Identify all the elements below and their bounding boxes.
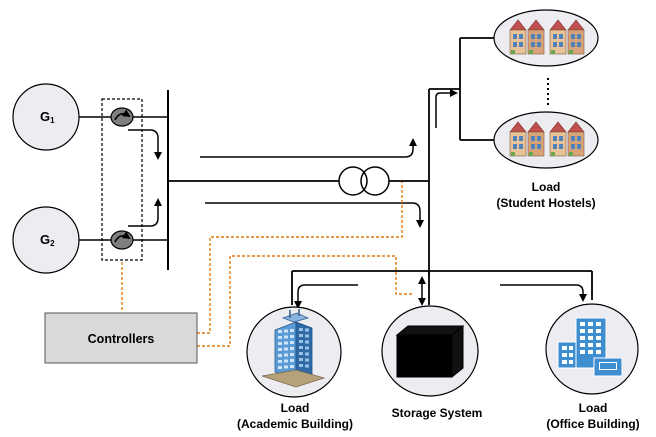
flow-arrow-g2 — [128, 198, 162, 227]
window-icon — [305, 340, 309, 344]
window-icon — [580, 329, 585, 333]
window-icon — [569, 346, 573, 350]
storage-label: Storage System — [392, 406, 483, 420]
hostel-house-icon — [567, 19, 585, 55]
window-icon — [299, 346, 303, 349]
generator-g1-label: G1 — [40, 109, 55, 125]
hostel-building-icon — [509, 19, 585, 55]
window-icon — [299, 340, 303, 343]
control-signal-lines — [121, 182, 414, 347]
academic-load-label: Load — [281, 401, 310, 415]
window-icon — [305, 364, 309, 368]
valve-icon — [110, 230, 134, 250]
academic-building-icon — [261, 309, 326, 388]
transformer-icon — [338, 166, 390, 196]
hostel-house-icon — [549, 121, 567, 157]
hostel-house-icon — [527, 121, 545, 157]
window-icon — [290, 335, 294, 338]
window-icon — [569, 360, 573, 364]
academic-load-sublabel: (Academic Building) — [237, 417, 353, 431]
hostel-house-icon — [549, 19, 567, 55]
window-icon — [299, 328, 303, 331]
hostel-house-icon — [509, 121, 527, 157]
window-icon — [580, 336, 585, 340]
flow-arrow-lower — [205, 202, 424, 228]
window-icon — [305, 328, 309, 332]
window-icon — [588, 329, 593, 333]
window-icon — [278, 330, 282, 333]
window-icon — [278, 336, 282, 339]
window-icon — [562, 353, 567, 357]
window-icon — [596, 343, 601, 347]
window-icon — [588, 336, 593, 340]
generator-g2-label: G2 — [40, 232, 55, 248]
flow-arrow-upper — [200, 138, 417, 158]
window-icon — [305, 346, 309, 350]
window-icon — [299, 334, 303, 337]
office-load-label: Load — [579, 401, 608, 415]
office-load-sublabel: (Office Building) — [546, 417, 639, 431]
window-icon — [305, 352, 309, 356]
hostel-house-icon — [509, 19, 527, 55]
window-icon — [290, 353, 294, 356]
window-icon — [284, 341, 288, 345]
window-icon — [284, 329, 288, 333]
window-icon — [290, 347, 294, 350]
window-icon — [305, 358, 309, 362]
hostel-building-icon — [509, 121, 585, 157]
window-icon — [299, 352, 303, 355]
hostel-load-sublabel: (Student Hostels) — [496, 196, 595, 210]
controllers-label: Controllers — [88, 332, 155, 346]
window-icon — [278, 366, 282, 369]
window-icon — [580, 343, 585, 347]
window-icon — [299, 358, 303, 361]
hostel-house-icon — [567, 121, 585, 157]
window-icon — [562, 346, 567, 350]
window-icon — [596, 322, 601, 326]
window-icon — [588, 343, 593, 347]
window-icon — [284, 347, 288, 351]
window-icon — [290, 359, 294, 362]
window-icon — [305, 334, 309, 338]
window-icon — [596, 329, 601, 333]
window-icon — [562, 360, 567, 364]
generator-g1: G1 — [12, 83, 80, 151]
window-icon — [284, 335, 288, 339]
hostel-load-label: Load — [532, 180, 561, 194]
window-icon — [580, 322, 585, 326]
window-icon — [278, 348, 282, 351]
battery-icon — [395, 324, 465, 379]
window-icon — [580, 350, 585, 354]
generator-g2: G2 — [12, 206, 80, 274]
flow-arrow-office — [500, 284, 587, 302]
more-hostels-dots — [547, 78, 549, 105]
window-icon — [569, 353, 573, 357]
window-icon — [290, 329, 294, 332]
window-icon — [596, 336, 601, 340]
hostel-house-icon — [527, 19, 545, 55]
window-icon — [588, 350, 593, 354]
window-icon — [278, 360, 282, 363]
window-icon — [290, 341, 294, 344]
controllers-box[interactable]: Controllers — [44, 312, 198, 364]
window-icon — [596, 350, 601, 354]
window-icon — [278, 342, 282, 345]
valve-icon — [110, 107, 134, 127]
window-icon — [284, 353, 288, 357]
window-icon — [290, 365, 294, 368]
window-icon — [299, 364, 303, 367]
valve-group-box — [101, 98, 143, 261]
window-icon — [588, 322, 593, 326]
flow-arrow-hostels — [435, 89, 458, 128]
window-icon — [284, 359, 288, 363]
flow-arrow-academic — [294, 284, 358, 309]
office-building-icon — [557, 317, 623, 377]
window-icon — [278, 354, 282, 357]
window-icon — [284, 365, 288, 369]
flow-arrow-g1 — [128, 129, 162, 160]
